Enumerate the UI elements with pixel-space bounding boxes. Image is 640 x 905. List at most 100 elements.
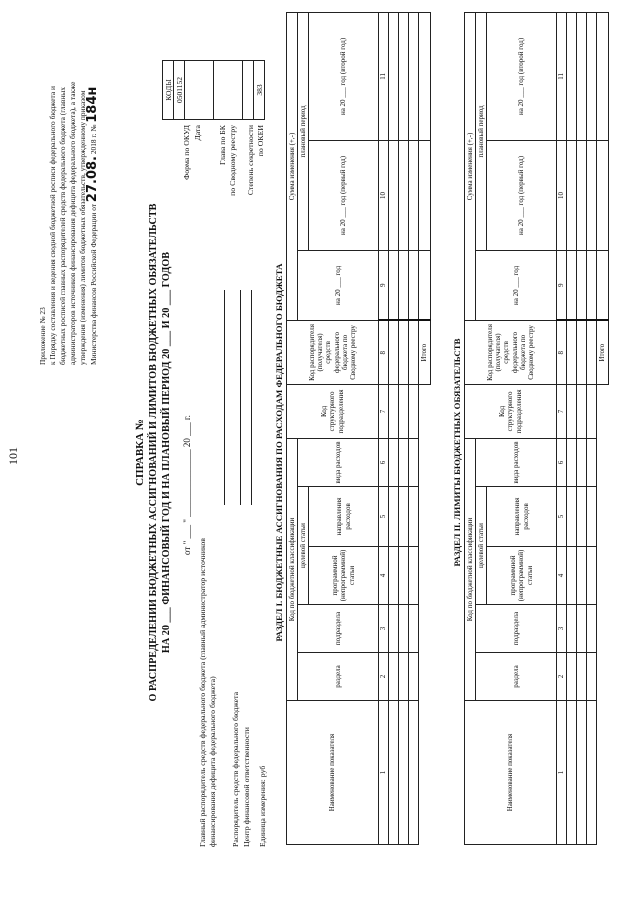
s1-num: 1 (378, 700, 389, 845)
table-row[interactable] (408, 12, 419, 845)
s2-num: 10 (556, 140, 567, 251)
table-row[interactable] (388, 12, 399, 845)
s1-change-group: Сумма изменения (+,-) (286, 12, 298, 321)
center-field[interactable] (251, 290, 252, 505)
section2-title: РАЗДЕЛ II. ЛИМИТЫ БЮДЖЕТНЫХ ОБЯЗАТЕЛЬСТВ (452, 338, 462, 567)
s2-target-group: целевой статьи (475, 486, 487, 605)
s1-program: программной (непрограммной) статьи (308, 546, 379, 605)
s1-itogo: Итого (418, 320, 431, 385)
s2-num: 8 (556, 320, 567, 385)
s1-num: 4 (378, 546, 389, 605)
s1-num: 9 (378, 250, 389, 321)
s1-year1: на 20 ___ год (первый год) (308, 140, 379, 251)
center-label: Центр финансовой ответственности (242, 727, 251, 847)
document-subtitle: О РАСПРЕДЕЛЕНИИ БЮДЖЕТНЫХ АССИГНОВАНИЙ И… (148, 203, 159, 702)
s1-col-name: Наименование показателя (286, 700, 379, 845)
s1-target-group: целевой статьи (297, 486, 309, 605)
table-row[interactable] (586, 12, 597, 845)
glava-code[interactable] (213, 60, 243, 120)
okud-label: Форма по ОКУД (182, 125, 191, 180)
s1-num: 2 (378, 652, 389, 701)
s2-struct: Код структурного подразделения (464, 384, 557, 439)
s2-itogo: Итого (596, 320, 609, 385)
table-row[interactable] (566, 12, 577, 845)
date-code[interactable] (184, 60, 214, 120)
appendix-note: Приложение № 23 к Порядку составления и … (38, 20, 100, 365)
main-admin-field[interactable] (224, 290, 225, 505)
manager-field[interactable] (240, 290, 241, 505)
appendix-line: администраторов источников финансировани… (68, 81, 77, 365)
s2-num: 7 (556, 384, 567, 439)
s2-year-cur: на 20 ___ год (475, 250, 557, 321)
s2-change-group: Сумма изменения (+,-) (464, 12, 476, 321)
codes-table: КОДЫ 0501152 383 (162, 60, 265, 120)
s1-plan-period: плановый период (297, 12, 309, 251)
main-admin-label: Главный распорядитель средств федерально… (198, 538, 217, 847)
s2-num: 1 (556, 700, 567, 845)
s2-plan-period: плановый период (475, 12, 487, 251)
s1-podrazdel: подраздела (297, 604, 379, 653)
s2-num: 9 (556, 250, 567, 321)
s1-num: 3 (378, 604, 389, 653)
s1-direction: направления расходов (308, 486, 379, 547)
appendix-line: к Порядку составления и ведения сводной … (48, 86, 57, 365)
s2-num: 4 (556, 546, 567, 605)
s2-program: программной (непрограммной) статьи (486, 546, 557, 605)
table-row[interactable] (576, 12, 587, 845)
document-period: НА 20 ___ ФИНАНСОВЫЙ ГОД И НА ПЛАНОВЫЙ П… (161, 251, 172, 654)
s2-num: 6 (556, 438, 567, 487)
secrecy-label: Степень секретности (246, 125, 255, 196)
s2-podrazdel: подраздела (475, 604, 557, 653)
handwritten-date: 27.08. (85, 156, 100, 203)
okud-code: 0501152 (173, 60, 185, 120)
s1-recipient: Код распорядителя (получателя) средств ф… (286, 320, 379, 385)
s2-year1: на 20 ___ год (первый год) (486, 140, 557, 251)
okei-code: 383 (253, 60, 265, 120)
s1-num: 11 (378, 12, 389, 141)
s2-razdel: раздела (475, 652, 557, 701)
section1-table: Наименование показателя Код по бюджетной… (286, 12, 431, 845)
page-number: 101 (6, 447, 20, 465)
s2-num: 3 (556, 604, 567, 653)
codes-header: КОДЫ (162, 60, 174, 120)
appendix-line-last: Министерства финансов Российской Федерац… (85, 20, 100, 365)
s2-col-name: Наименование показателя (464, 700, 557, 845)
date-line: от " ___ " _______________ 20 ___ г. (182, 415, 192, 555)
date-label: Дата (193, 125, 202, 141)
s2-num: 11 (556, 12, 567, 141)
s1-num: 7 (378, 384, 389, 439)
unit-label: Единица измерения: руб (258, 765, 267, 847)
glava-reestr-label: по Сводному реестру (228, 125, 237, 196)
s2-year2: на 20 ___ год (второй год) (486, 12, 557, 141)
s1-num: 5 (378, 486, 389, 547)
s1-year2: на 20 ___ год (второй год) (308, 12, 379, 141)
handwritten-number: 184н (85, 86, 100, 123)
table-row[interactable] (398, 12, 409, 845)
glava-label: Глава по БК (218, 125, 227, 165)
s1-num: 8 (378, 320, 389, 385)
appendix-line: бюджетных росписей главных распорядителе… (58, 87, 67, 365)
s1-bk-group: Код по бюджетной классификации (286, 438, 298, 701)
appendix-line: Министерства финансов Российской Федерац… (89, 203, 98, 365)
s2-num: 2 (556, 652, 567, 701)
s1-num: 10 (378, 140, 389, 251)
s1-year-cur: на 20 ___ год (297, 250, 379, 321)
s2-recipient: Код распорядителя (получателя) средств ф… (464, 320, 557, 385)
appendix-year: 2018 г. № (89, 122, 98, 157)
s2-direction: направления расходов (486, 486, 557, 547)
total-row: Итого (596, 12, 609, 844)
section1-title: РАЗДЕЛ I. БЮДЖЕТНЫЕ АССИГНОВАНИЯ ПО РАСХ… (274, 263, 284, 642)
s2-num: 5 (556, 486, 567, 547)
okei-label: по ОКЕИ (256, 125, 265, 157)
section2-table: Наименование показателя Код по бюджетной… (464, 12, 609, 845)
secrecy-code[interactable] (242, 60, 254, 120)
s1-razdel: раздела (297, 652, 379, 701)
s2-vid: вида расходов (475, 438, 557, 487)
s1-vid: вида расходов (297, 438, 379, 487)
document-title: СПРАВКА № (134, 419, 146, 486)
s2-bk-group: Код по бюджетной классификации (464, 438, 476, 701)
total-row: Итого (418, 12, 431, 844)
manager-label: Распорядитель средств федерального бюдже… (231, 691, 240, 847)
s1-struct: Код структурного подразделения (286, 384, 379, 439)
s1-num: 6 (378, 438, 389, 487)
